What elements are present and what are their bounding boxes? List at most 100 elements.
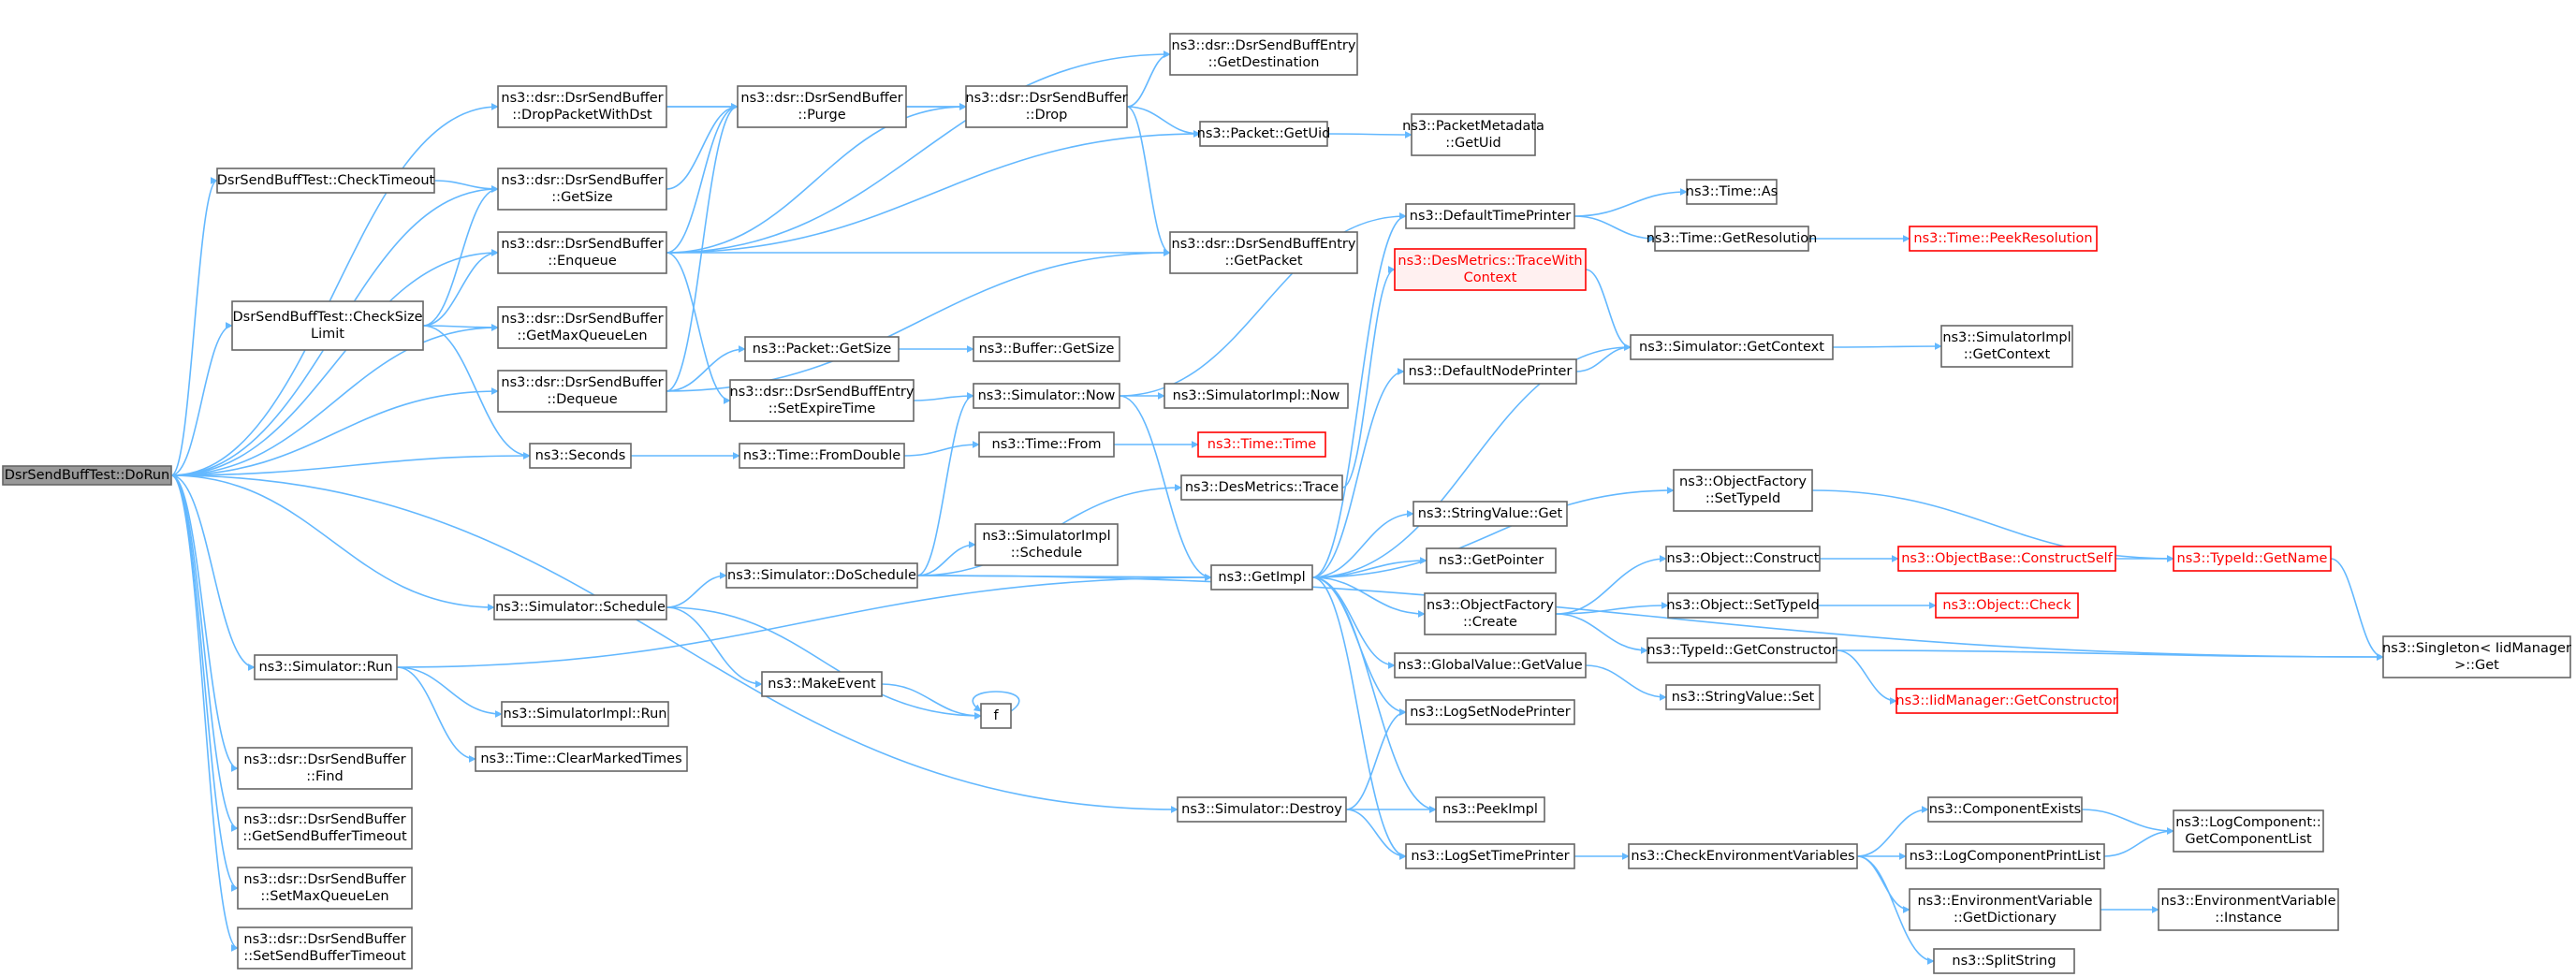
node-get-impl[interactable]: ns3::GetImpl <box>1210 564 1313 591</box>
node-make-event[interactable]: ns3::MakeEvent <box>761 671 883 697</box>
node-drop-packet-with-dst[interactable]: ns3::dsr::DsrSendBuffer::DropPacketWithD… <box>497 85 667 128</box>
node-singleton-get[interactable]: ns3::Singleton< IidManager >::Get <box>2382 635 2571 678</box>
node-box <box>1210 564 1313 591</box>
node-packet-get-uid[interactable]: ns3::Packet::GetUid <box>1197 121 1331 147</box>
node-box <box>2158 888 2339 931</box>
node-log-set-node-printer[interactable]: ns3::LogSetNodePrinter <box>1405 699 1575 725</box>
node-enqueue[interactable]: ns3::dsr::DsrSendBuffer::Enqueue <box>497 231 667 274</box>
node-string-value-set[interactable]: ns3::StringValue::Set <box>1665 684 1821 710</box>
node-set-type-id[interactable]: ns3::ObjectFactory::SetTypeId <box>1673 469 1813 512</box>
node-label: DsrSendBuffTest::DoRun <box>5 468 170 483</box>
node-get-destination[interactable]: ns3::dsr::DsrSendBuffEntry::GetDestinati… <box>1169 33 1358 76</box>
node-get-send-buffer-timeout[interactable]: ns3::dsr::DsrSendBuffer::GetSendBufferTi… <box>237 807 413 850</box>
node-split-string[interactable]: ns3::SplitString <box>1933 948 2075 974</box>
node-dequeue[interactable]: ns3::dsr::DsrSendBuffer::Dequeue <box>497 370 667 413</box>
node-log-component-print-list[interactable]: ns3::LogComponentPrintList <box>1905 843 2105 869</box>
node-log-set-time-printer[interactable]: ns3::LogSetTimePrinter <box>1405 843 1575 869</box>
node-label: ns3::dsr::DsrSendBuffer <box>243 872 405 887</box>
node-get-packet[interactable]: ns3::dsr::DsrSendBuffEntry::GetPacket <box>1169 231 1358 274</box>
node-label: ns3::DefaultNodePrinter <box>1409 364 1573 379</box>
node-sim-destroy[interactable]: ns3::Simulator::Destroy <box>1177 796 1347 823</box>
node-object-factory-create[interactable]: ns3::ObjectFactory::Create <box>1424 592 1557 635</box>
node-iid-get-constructor[interactable]: ns3::IidManager::GetConstructor <box>1895 688 2118 714</box>
node-seconds[interactable]: ns3::Seconds <box>529 443 632 469</box>
node-set-send-buffer-timeout[interactable]: ns3::dsr::DsrSendBuffer::SetSendBufferTi… <box>237 926 413 970</box>
node-check-timeout[interactable]: DsrSendBuffTest::CheckTimeout <box>216 168 435 194</box>
node-packet-get-size[interactable]: ns3::Packet::GetSize <box>744 336 900 362</box>
node-box <box>1169 231 1358 274</box>
node-get-size[interactable]: ns3::dsr::DsrSendBuffer::GetSize <box>497 168 667 211</box>
node-component-exists[interactable]: ns3::ComponentExists <box>1927 796 2083 823</box>
node-label: ns3::LogSetTimePrinter <box>1411 849 1569 864</box>
node-set-max-queue-len[interactable]: ns3::dsr::DsrSendBuffer::SetMaxQueueLen <box>237 867 413 910</box>
node-default-time-printer[interactable]: ns3::DefaultTimePrinter <box>1405 203 1575 229</box>
node-type-id-get-name[interactable]: ns3::TypeId::GetName <box>2173 546 2332 572</box>
node-sim-impl-now[interactable]: ns3::SimulatorImpl::Now <box>1164 383 1349 409</box>
node-get-component-list[interactable]: ns3::LogComponent::GetComponentList <box>2173 809 2324 853</box>
node-box <box>1673 469 1813 512</box>
node-time-time[interactable]: ns3::Time::Time <box>1197 431 1326 458</box>
edge-checkEnv-to-splitString <box>1856 855 1935 965</box>
node-box <box>1933 948 2075 974</box>
node-box <box>1895 688 2118 714</box>
edge-simRun-to-clearMarkedTimes <box>396 666 476 763</box>
node-construct-self[interactable]: ns3::ObjectBase::ConstructSelf <box>1897 546 2116 572</box>
node-object-set-type-id[interactable]: ns3::Object::SetTypeId <box>1666 592 1820 619</box>
node-get-constructor[interactable]: ns3::TypeId::GetConstructor <box>1647 637 1837 663</box>
node-f[interactable]: f <box>980 703 1012 729</box>
node-env-get-dictionary[interactable]: ns3::EnvironmentVariable::GetDictionary <box>1909 888 2101 931</box>
node-check-env[interactable]: ns3::CheckEnvironmentVariables <box>1628 843 1858 869</box>
node-get-resolution[interactable]: ns3::Time::GetResolution <box>1647 226 1818 252</box>
node-time-as[interactable]: ns3::Time::As <box>1686 179 1778 205</box>
edge-checkEnv-to-componentExists <box>1856 806 1929 857</box>
node-schedule[interactable]: ns3::Simulator::Schedule <box>493 594 667 620</box>
node-string-value-get[interactable]: ns3::StringValue::Get <box>1412 501 1568 527</box>
node-sim-impl-schedule[interactable]: ns3::SimulatorImpl::Schedule <box>974 523 1119 566</box>
node-sim-now[interactable]: ns3::Simulator::Now <box>973 383 1120 409</box>
node-global-value-get-value[interactable]: ns3::GlobalValue::GetValue <box>1394 652 1587 678</box>
node-label: ns3::DefaultTimePrinter <box>1410 209 1571 224</box>
node-set-expire-time[interactable]: ns3::dsr::DsrSendBuffEntry::SetExpireTim… <box>729 379 915 422</box>
node-box <box>497 370 667 413</box>
node-peek-impl[interactable]: ns3::PeekImpl <box>1435 796 1545 823</box>
edge-getImpl-to-getPointer <box>1311 557 1427 578</box>
edge-root-to-getSendBufferTimeout <box>170 474 239 832</box>
node-object-construct[interactable]: ns3::Object::Construct <box>1665 546 1821 572</box>
node-box <box>1405 203 1575 229</box>
node-purge[interactable]: ns3::dsr::DsrSendBuffer::Purge <box>737 85 907 128</box>
node-find[interactable]: ns3::dsr::DsrSendBuffer::Find <box>237 747 413 790</box>
node-time-from[interactable]: ns3::Time::From <box>978 431 1115 458</box>
edge-root-to-checkSizeLimit <box>170 322 233 476</box>
node-sim-impl-run[interactable]: ns3::SimulatorImpl::Run <box>501 701 669 727</box>
node-label: ns3::dsr::DsrSendBuffEntry <box>1172 38 1356 53</box>
node-root[interactable]: DsrSendBuffTest::DoRun <box>2 465 172 486</box>
node-label: ::GetUid <box>1445 136 1500 151</box>
node-do-schedule[interactable]: ns3::Simulator::DoSchedule <box>725 562 918 589</box>
node-drop[interactable]: ns3::dsr::DsrSendBuffer::Drop <box>965 85 1128 128</box>
node-label: ns3::Object::SetTypeId <box>1666 598 1819 613</box>
node-sim-get-context[interactable]: ns3::Simulator::GetContext <box>1630 334 1834 360</box>
node-peek-resolution[interactable]: ns3::Time::PeekResolution <box>1909 226 2098 252</box>
node-sim-impl-get-context[interactable]: ns3::SimulatorImpl::GetContext <box>1940 325 2073 368</box>
node-object-check[interactable]: ns3::Object::Check <box>1935 592 2079 619</box>
node-label: ns3::dsr::DsrSendBuffer <box>501 173 663 188</box>
node-label: ::GetDestination <box>1208 55 1320 70</box>
node-get-max-queue-len[interactable]: ns3::dsr::DsrSendBuffer::GetMaxQueueLen <box>497 306 667 349</box>
node-sim-run[interactable]: ns3::Simulator::Run <box>254 654 398 680</box>
node-box <box>1405 843 1575 869</box>
node-buff-get-size[interactable]: ns3::Buffer::GetSize <box>973 336 1120 362</box>
node-clear-marked-times[interactable]: ns3::Time::ClearMarkedTimes <box>475 746 688 772</box>
node-label: ::Dequeue <box>547 392 617 407</box>
node-des-trace[interactable]: ns3::DesMetrics::Trace <box>1180 474 1343 501</box>
node-from-double[interactable]: ns3::Time::FromDouble <box>739 443 905 469</box>
node-label: ns3::GetImpl <box>1218 570 1305 585</box>
node-label: ::GetMaxQueueLen <box>517 328 647 343</box>
node-label: ns3::Simulator::Now <box>978 388 1116 403</box>
node-default-node-printer[interactable]: ns3::DefaultNodePrinter <box>1403 358 1577 385</box>
node-metadata-get-uid[interactable]: ns3::PacketMetadata::GetUid <box>1402 113 1544 156</box>
node-env-instance[interactable]: ns3::EnvironmentVariable::Instance <box>2158 888 2339 931</box>
node-get-pointer[interactable]: ns3::GetPointer <box>1426 547 1557 574</box>
